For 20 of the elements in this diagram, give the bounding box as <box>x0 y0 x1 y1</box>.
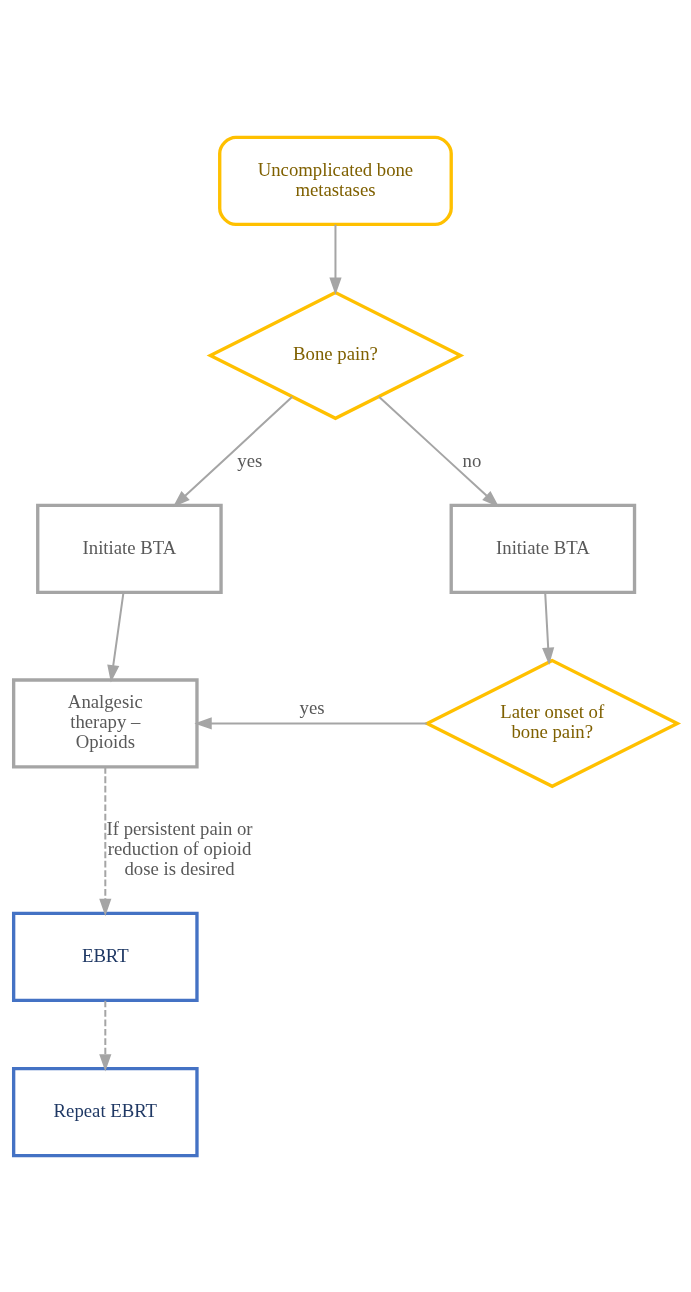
node-diamond: Bone pain? <box>206 290 465 420</box>
node-diamond: Later onset of bone pain? <box>423 658 682 788</box>
edge-label: yes <box>237 449 263 471</box>
arrow <box>172 395 293 507</box>
arrow <box>378 395 500 507</box>
node-box: Uncomplicated bone metastases <box>218 135 453 226</box>
arrow <box>194 716 427 730</box>
arrow <box>329 224 342 295</box>
edge-label: no <box>462 449 482 471</box>
node-box: Initiate BTA <box>449 503 637 594</box>
arrow <box>99 1000 112 1072</box>
node-box: EBRT <box>11 911 199 1002</box>
arrow <box>107 592 125 682</box>
arrow <box>99 766 112 916</box>
edge-label: If persistent pain or reduction of opioid dose is desired <box>106 817 253 879</box>
edge-label: yes <box>299 696 325 718</box>
node-box: Repeat EBRT <box>11 1066 199 1157</box>
arrow <box>542 592 555 665</box>
node-box: Initiate BTA <box>36 503 223 594</box>
node-box: Analgesic therapy – Opioids <box>11 677 199 769</box>
